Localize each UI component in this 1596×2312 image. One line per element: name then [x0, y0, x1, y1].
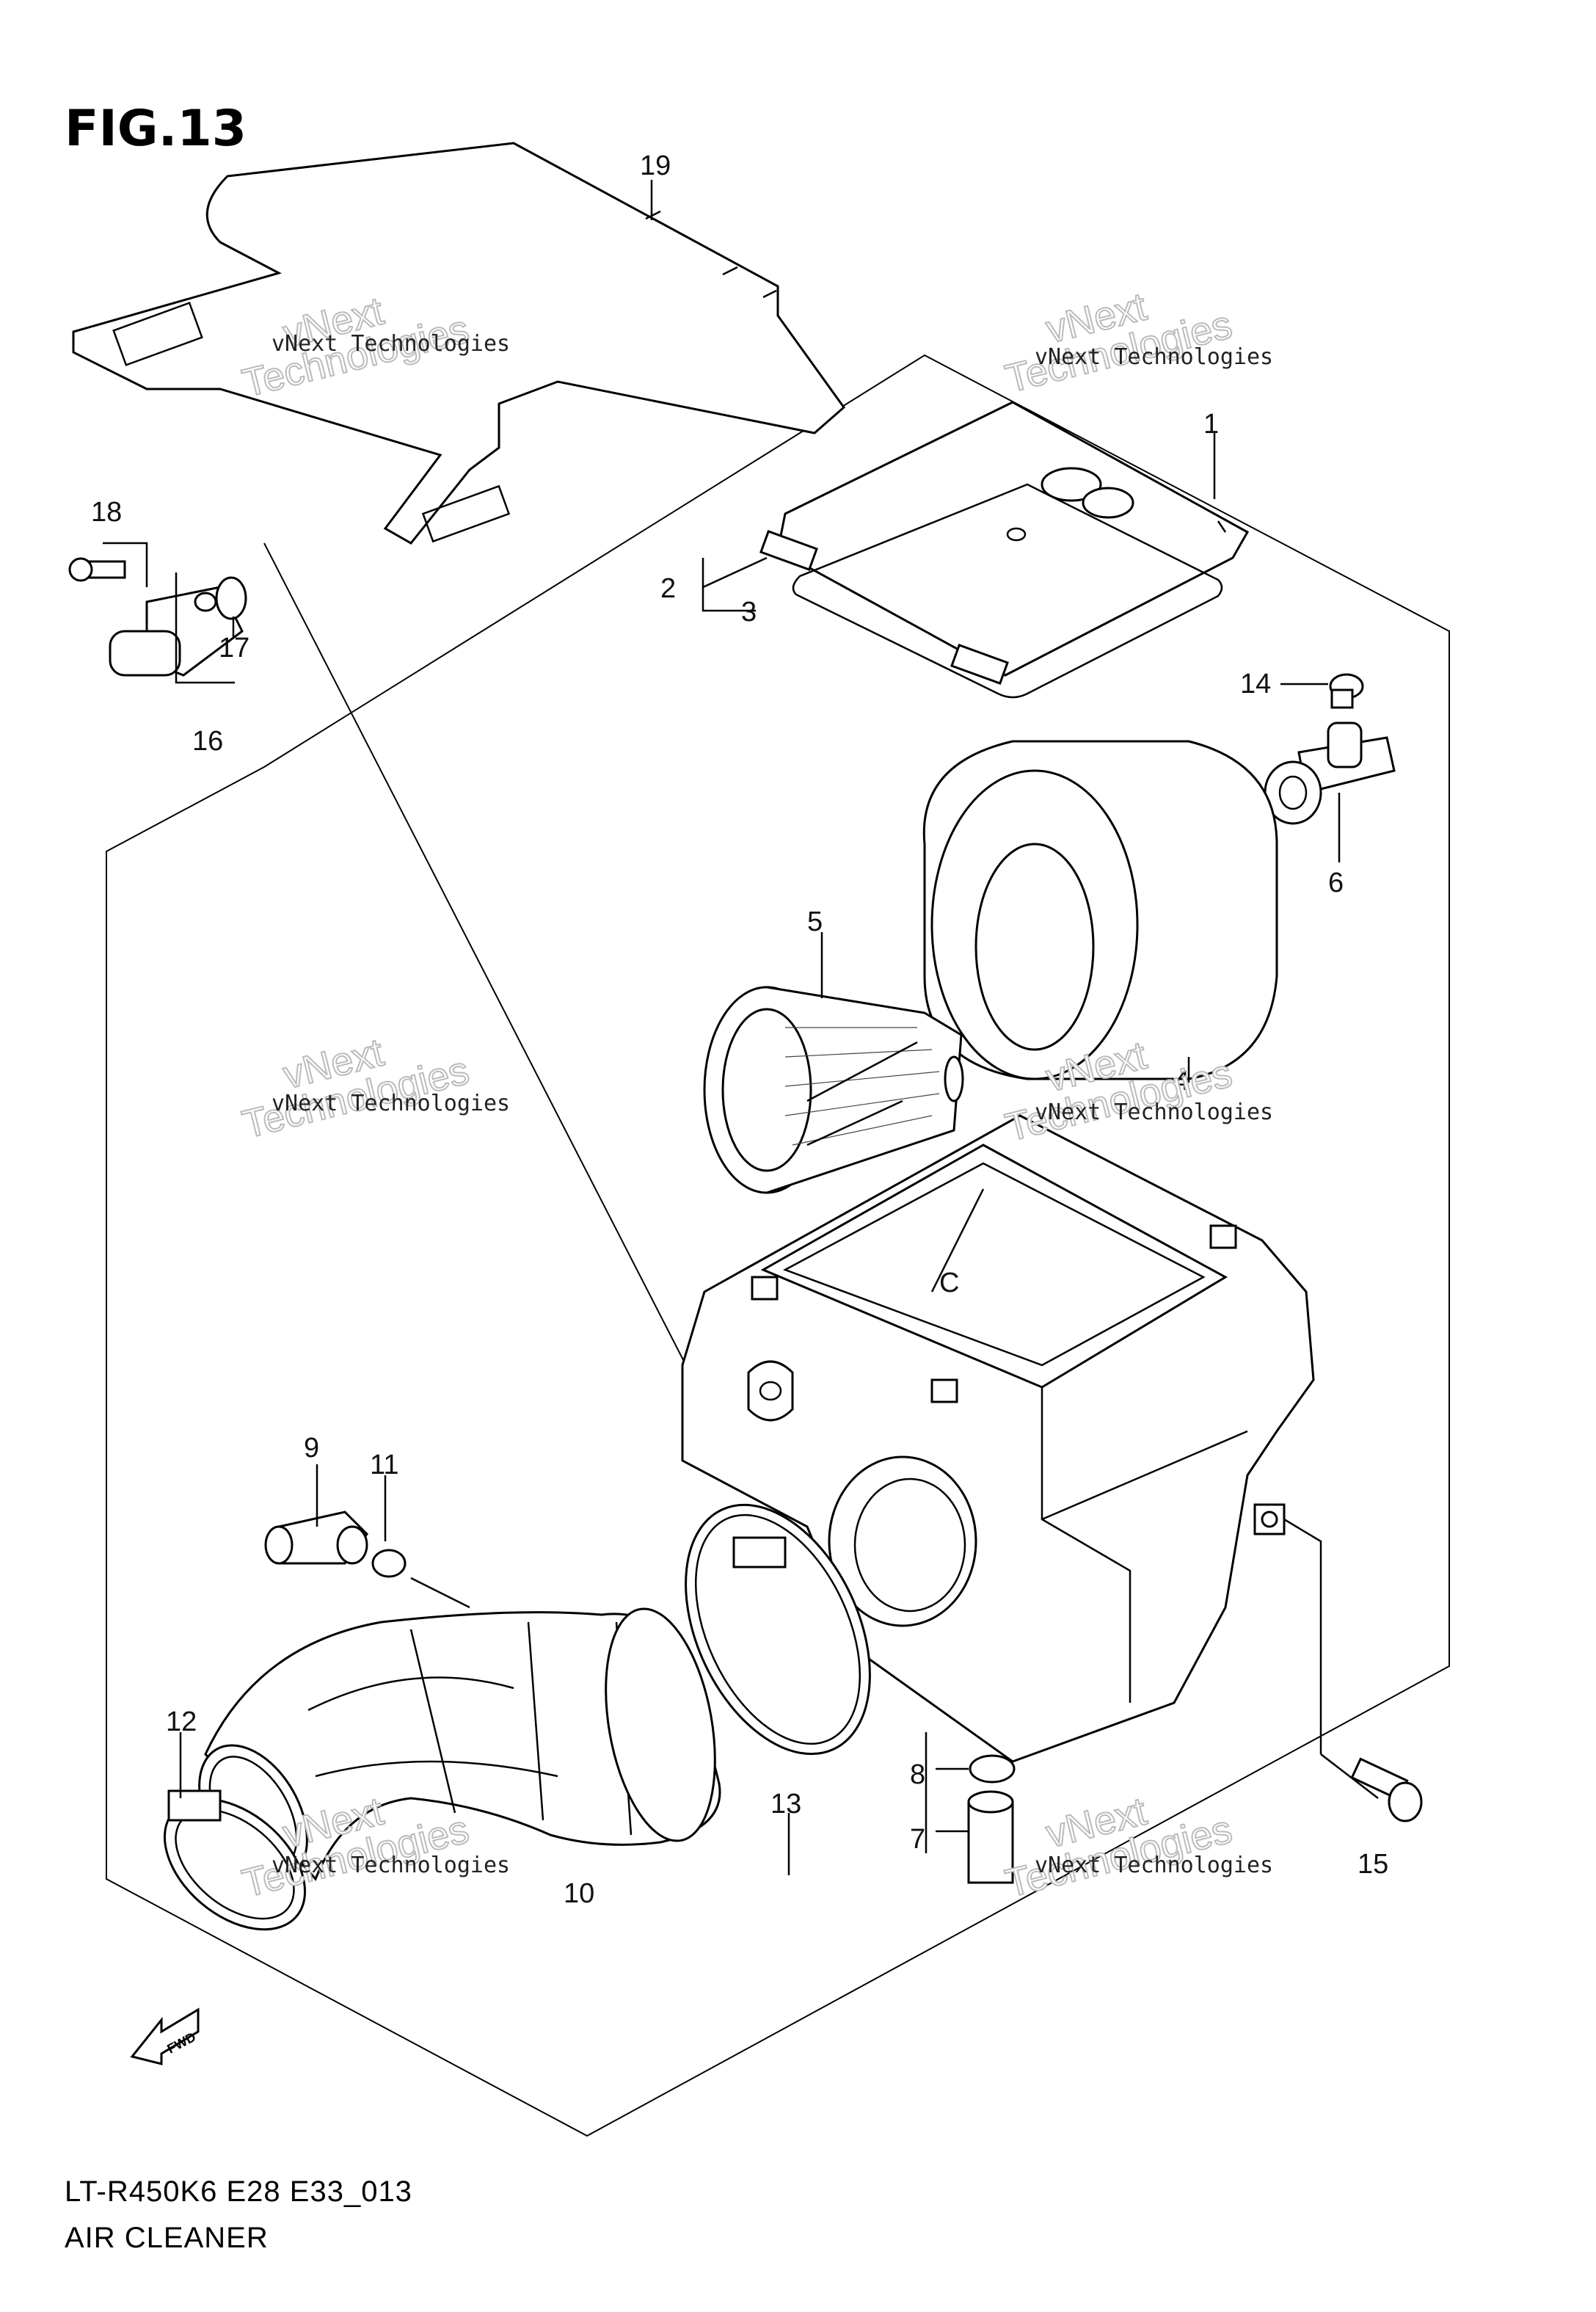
label-6: 6 [1328, 868, 1344, 898]
o-ring-17 [215, 576, 247, 620]
label-14: 14 [1240, 669, 1271, 699]
model-code: LT-R450K6 E28 E33_013 [65, 2175, 412, 2208]
clamp-13 [685, 1503, 871, 1756]
watermark-text: vNext Technologies [1035, 344, 1273, 370]
watermark-text: vNext Technologies [272, 1091, 510, 1116]
assembly-boundary [106, 354, 1450, 2137]
svg-text:C: C [939, 1268, 959, 1298]
cap-clip [759, 530, 818, 571]
screw-14 [1329, 673, 1364, 709]
label-17: 17 [219, 633, 249, 664]
watermark-text: vNext Technologies [1035, 1853, 1273, 1878]
label-13: 13 [770, 1789, 801, 1820]
label-5: 5 [807, 906, 823, 937]
cover-plate [72, 142, 846, 545]
section-name: AIR CLEANER [65, 2222, 269, 2254]
cap-clip-rear [950, 644, 1009, 685]
label-12: 12 [166, 1706, 197, 1737]
watermark-text: vNext Technologies [272, 331, 510, 357]
bolt-15 [1350, 1757, 1423, 1822]
cap-seal [792, 483, 1223, 699]
screw-18 [68, 557, 126, 582]
label-10: 10 [564, 1878, 594, 1909]
watermark-text: vNext Technologies [1035, 1099, 1273, 1125]
label-19: 19 [640, 150, 671, 181]
figure-title: FIG.13 [65, 100, 247, 158]
leader-lines [103, 180, 1379, 1875]
label-15: 15 [1358, 1849, 1388, 1880]
sensor-boundary [263, 542, 694, 1381]
part-labels: 19 1 2 3 14 6 5 4 18 17 16 9 11 12 13 8 … [91, 150, 1388, 1909]
label-16: 16 [192, 726, 223, 757]
label-9: 9 [304, 1433, 319, 1464]
label-4: 4 [1174, 1066, 1189, 1097]
label-2: 2 [660, 573, 676, 604]
fwd-arrow: FWD [130, 2007, 200, 2065]
filter-element [922, 740, 1278, 1080]
air-cleaner-cap [776, 401, 1250, 677]
drain-clamp [969, 1754, 1016, 1784]
clip-11 [371, 1549, 407, 1578]
label-8: 8 [910, 1759, 925, 1790]
drain-plug [967, 1790, 1014, 1884]
label-1: 1 [1203, 409, 1219, 440]
clamp-12 [163, 1789, 307, 1931]
label-3: 3 [741, 597, 757, 628]
watermark-text: vNext Technologies [272, 1853, 510, 1878]
label-18: 18 [91, 497, 122, 528]
breather-cap [1264, 721, 1396, 825]
label-7: 7 [910, 1824, 925, 1855]
joint-9 [264, 1511, 368, 1565]
element-cage [703, 986, 964, 1194]
label-11: 11 [370, 1450, 398, 1480]
